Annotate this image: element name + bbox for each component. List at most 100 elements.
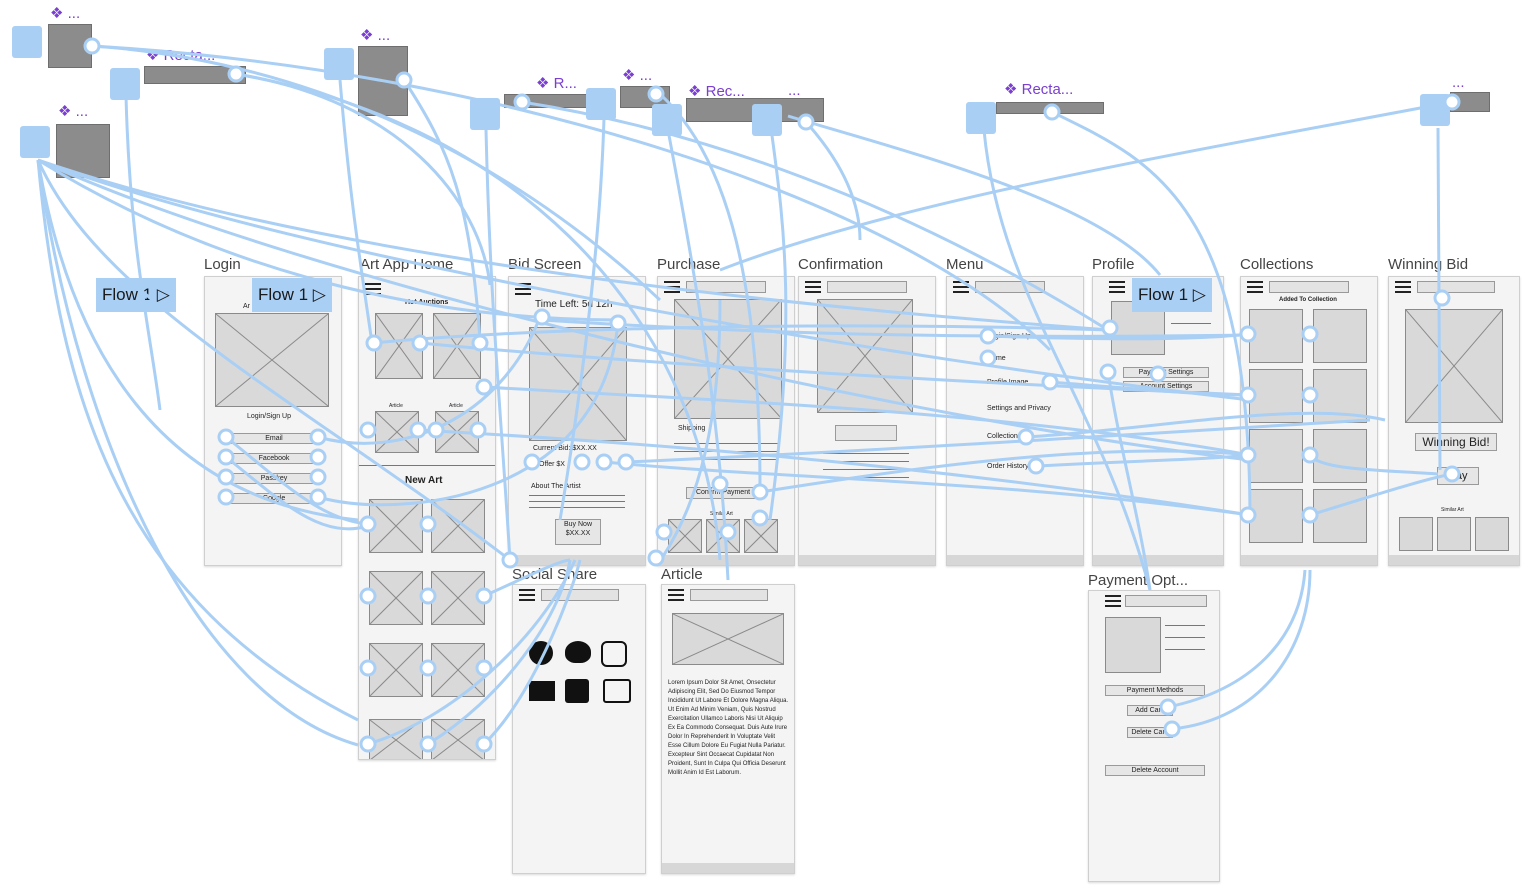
menu-item-home[interactable]: Home xyxy=(987,355,1006,362)
component-label: ❖ ... xyxy=(360,27,391,44)
similar-thumb[interactable] xyxy=(1399,517,1433,551)
auction-thumb[interactable] xyxy=(433,313,481,379)
art-thumb[interactable] xyxy=(431,719,485,759)
collection-thumb[interactable] xyxy=(1249,309,1303,363)
hamburger-menu-icon[interactable] xyxy=(953,281,969,293)
art-thumb[interactable] xyxy=(369,499,423,553)
login-screen: Ar Login/Sign Up Email Facebook Passkey … xyxy=(204,276,342,566)
menu-item-settings[interactable]: Settings and Privacy xyxy=(987,405,1051,412)
component-block[interactable] xyxy=(504,94,596,108)
hamburger-menu-icon[interactable] xyxy=(668,589,684,601)
hamburger-menu-icon[interactable] xyxy=(1105,595,1121,607)
hamburger-menu-icon[interactable] xyxy=(515,283,531,295)
add-card-button[interactable]: Add Card xyxy=(1127,705,1173,716)
message-icon[interactable] xyxy=(603,679,631,703)
search-input[interactable] xyxy=(827,281,907,293)
art-thumb[interactable] xyxy=(369,571,423,625)
similar-thumb[interactable] xyxy=(1437,517,1471,551)
collection-thumb[interactable] xyxy=(1313,489,1367,543)
mail-icon[interactable] xyxy=(529,681,555,701)
article-thumb[interactable] xyxy=(375,411,419,453)
component-block[interactable] xyxy=(1450,92,1490,112)
auction-thumb[interactable] xyxy=(375,313,423,379)
menu-item-login[interactable]: Login/Sign Up xyxy=(987,333,1031,340)
art-thumb[interactable] xyxy=(431,499,485,553)
flow-start-tag[interactable]: Flow 1 ▷ xyxy=(1132,278,1212,312)
account-settings-button[interactable]: Account Settings xyxy=(1123,381,1209,392)
connector-handle-icon[interactable] xyxy=(966,102,996,134)
email-button[interactable]: Email xyxy=(225,433,323,444)
art-thumb[interactable] xyxy=(431,571,485,625)
search-input[interactable] xyxy=(1417,281,1495,293)
menu-screen: Login/Sign Up Home Profile Image Setting… xyxy=(946,276,1084,566)
hamburger-menu-icon[interactable] xyxy=(1109,281,1125,293)
screen-title: Art App Home xyxy=(360,256,454,273)
linkedin-icon[interactable] xyxy=(565,679,589,703)
instagram-icon[interactable] xyxy=(601,641,627,667)
bottom-bar xyxy=(662,863,794,873)
hamburger-menu-icon[interactable] xyxy=(1395,281,1411,293)
collection-thumb[interactable] xyxy=(1313,309,1367,363)
component-label: ❖ Recta... xyxy=(1004,81,1074,98)
article-thumb[interactable] xyxy=(435,411,479,453)
connector-handle-icon[interactable] xyxy=(752,104,782,136)
facebook-button[interactable]: Facebook xyxy=(225,453,323,464)
twitter-icon[interactable] xyxy=(565,641,591,663)
component-block[interactable] xyxy=(56,124,110,178)
payment-settings-button[interactable]: Payment Settings xyxy=(1123,367,1209,378)
connector-handle-icon[interactable] xyxy=(1420,94,1450,126)
connector-handle-icon[interactable] xyxy=(12,26,42,58)
menu-item-collection[interactable]: Collection xyxy=(987,433,1018,440)
hamburger-menu-icon[interactable] xyxy=(519,589,535,601)
art-thumb[interactable] xyxy=(431,643,485,697)
component-block[interactable] xyxy=(144,66,246,84)
confirm-payment-button[interactable]: Confirm Payment xyxy=(686,487,760,499)
collection-thumb[interactable] xyxy=(1249,369,1303,423)
connector-handle-icon[interactable] xyxy=(470,98,500,130)
confirmation-button[interactable] xyxy=(835,425,897,441)
search-input[interactable] xyxy=(975,281,1045,293)
hamburger-menu-icon[interactable] xyxy=(365,283,381,295)
collection-thumb[interactable] xyxy=(1313,369,1367,423)
connector-handle-icon[interactable] xyxy=(586,88,616,120)
connector-handle-icon[interactable] xyxy=(110,68,140,100)
similar-art-label: Similar Art xyxy=(710,511,733,517)
search-input[interactable] xyxy=(1125,595,1207,607)
hamburger-menu-icon[interactable] xyxy=(1247,281,1263,293)
search-input[interactable] xyxy=(1269,281,1349,293)
flow-start-tag[interactable]: Flow 1 ▷ xyxy=(96,278,176,312)
hamburger-menu-icon[interactable] xyxy=(805,281,821,293)
payment-methods-button[interactable]: Payment Methods xyxy=(1105,685,1205,696)
component-block[interactable] xyxy=(48,24,92,68)
collection-thumb[interactable] xyxy=(1249,429,1303,483)
connector-handle-icon[interactable] xyxy=(20,126,50,158)
art-thumb[interactable] xyxy=(369,719,423,759)
menu-item-order-history[interactable]: Order History xyxy=(987,463,1029,470)
hamburger-menu-icon[interactable] xyxy=(664,281,680,293)
passkey-button[interactable]: Passkey xyxy=(225,473,323,484)
similar-thumb[interactable] xyxy=(668,519,702,553)
facebook-icon[interactable] xyxy=(529,641,553,665)
component-block[interactable] xyxy=(996,102,1104,114)
buy-now-button[interactable]: Buy Now $XX.XX xyxy=(555,519,601,545)
connector-handle-icon[interactable] xyxy=(324,48,354,80)
search-input[interactable] xyxy=(690,589,768,601)
similar-thumb[interactable] xyxy=(706,519,740,553)
flow-start-tag[interactable]: Flow 1 ▷ xyxy=(252,278,332,312)
google-button[interactable]: Google xyxy=(225,493,323,504)
bottom-bar xyxy=(1241,555,1377,565)
screen-title: Login xyxy=(204,256,241,273)
similar-thumb[interactable] xyxy=(744,519,778,553)
delete-card-button[interactable]: Delete Card xyxy=(1127,727,1173,738)
menu-item-profile-image[interactable]: Profile Image xyxy=(987,379,1029,386)
search-input[interactable] xyxy=(541,589,619,601)
delete-account-button[interactable]: Delete Account xyxy=(1105,765,1205,776)
search-input[interactable] xyxy=(686,281,766,293)
connector-handle-icon[interactable] xyxy=(652,104,682,136)
similar-thumb[interactable] xyxy=(1475,517,1509,551)
collection-thumb[interactable] xyxy=(1313,429,1367,483)
collection-thumb[interactable] xyxy=(1249,489,1303,543)
pay-button[interactable]: Pay xyxy=(1437,467,1479,485)
art-thumb[interactable] xyxy=(369,643,423,697)
component-block[interactable] xyxy=(358,46,408,116)
